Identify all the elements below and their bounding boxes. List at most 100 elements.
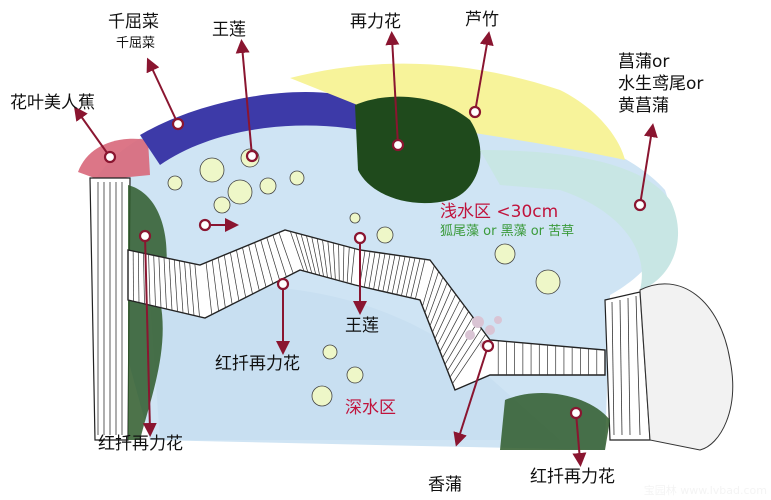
right-bank-hatch (611, 295, 641, 436)
boardwalk-plank (236, 249, 247, 298)
boardwalk-plank (148, 254, 151, 306)
label-hongqian-left: 红扦再力花 (98, 434, 183, 454)
arrow-huaye (73, 106, 111, 158)
boardwalk-plank (311, 237, 320, 276)
label-huaye: 花叶美人蕉 (10, 93, 95, 113)
label-wanglian-top: 王莲 (212, 20, 246, 40)
boardwalk-plank (449, 328, 482, 378)
watermark: 宝园林 www.lvbad.com (643, 484, 767, 497)
label-changpu-line3: 黄菖蒲 (618, 96, 669, 116)
boardwalk-plank (432, 288, 452, 333)
boardwalk-plank (163, 257, 167, 310)
lily-pad (289, 170, 305, 186)
boardwalk-plank (143, 253, 145, 304)
boardwalk-plank (300, 234, 313, 274)
label-xiangpu: 香蒲 (428, 475, 462, 495)
label-hongqian-mid: 红扦再力花 (215, 354, 300, 374)
boardwalk-plank (184, 261, 189, 315)
boardwalk-plank (434, 294, 457, 339)
arrow-xiangpu (453, 345, 489, 447)
arrow-changpu (639, 123, 658, 206)
boardwalk-plank (290, 231, 305, 272)
leader-lines (73, 31, 658, 467)
boardwalk-plank (173, 259, 178, 312)
label-shallow-plants: 狐尾藻 or 黑藻 or 苦草 (440, 224, 575, 239)
lily-pad (349, 212, 361, 224)
lily-pad (227, 179, 253, 205)
lily-pad (322, 344, 338, 360)
boardwalk-plank (179, 260, 184, 313)
lily-pad (494, 243, 516, 265)
label-deep-zone: 深水区 (345, 398, 396, 418)
boardwalk-plank (248, 244, 260, 291)
label-ganqucai: 千屈菜 (108, 12, 159, 32)
boardwalk-plank (429, 282, 448, 326)
lily-pad (311, 385, 333, 407)
label-wanglian-mid: 王莲 (345, 316, 379, 336)
boardwalk-plank (391, 255, 401, 294)
boardwalk-plank (363, 251, 371, 288)
boardwalk-plank (295, 232, 309, 273)
label-ganqucai-sub: 千屈菜 (116, 36, 156, 51)
marker-dots (103, 105, 647, 420)
boardwalk-plank (373, 252, 381, 290)
boardwalk-plank (437, 299, 461, 346)
lily-pad (199, 157, 225, 183)
right-slope (639, 283, 734, 451)
arrow-ganqucai (146, 57, 179, 125)
thalia-clump (355, 96, 481, 204)
boardwalk-plank (306, 235, 317, 275)
lily-pads (167, 148, 561, 407)
boardwalk-plank (350, 248, 355, 284)
boardwalk-plank (189, 262, 195, 316)
lily-pad (167, 175, 183, 191)
arrow-hongqian-left (142, 235, 157, 437)
boardwalk-plank (137, 252, 140, 303)
boardwalk-plank (322, 239, 328, 278)
arrow-zailihua-top (385, 31, 400, 146)
boardwalk-plank (272, 234, 287, 277)
label-hongqian-right: 红扦再力花 (530, 467, 615, 487)
boardwalk-plank (158, 256, 162, 308)
boardwalk-plank (342, 245, 345, 282)
lily-pad (346, 366, 364, 384)
boardwalk-plank (316, 238, 324, 277)
label-zailihua-top: 再力花 (350, 12, 401, 32)
left-bank-hatch (97, 182, 123, 435)
lythrum-band (140, 92, 365, 165)
boardwalk-plank (242, 247, 253, 295)
boardwalk-plank (194, 263, 200, 317)
boardwalk-plank (168, 258, 173, 311)
boardwalk-plank (266, 237, 280, 281)
boardwalk-plank (377, 253, 386, 291)
label-luzhu: 芦竹 (465, 10, 499, 30)
boardwalk-plank (260, 239, 274, 284)
lily-pad (213, 196, 231, 214)
boardwalk-plank (205, 262, 213, 315)
label-changpu-line2: 水生鸢尾or (618, 74, 704, 94)
boardwalk-plank (401, 257, 411, 296)
boardwalk-plank (424, 271, 439, 313)
boardwalk-plank (217, 257, 226, 308)
boardwalk-plank (439, 305, 465, 352)
boardwalk-plank (387, 254, 396, 293)
lily-pad (535, 269, 561, 295)
boardwalk-plank (444, 316, 474, 365)
boardwalk-plank (442, 311, 469, 359)
arrow-luzhu (474, 31, 494, 113)
boardwalk-plank (396, 256, 406, 295)
boardwalk-plank (327, 241, 332, 279)
boardwalk-plank (452, 334, 487, 384)
boardwalk-plank (427, 277, 444, 320)
boardwalk-plank (153, 255, 156, 307)
label-changpu-line1: 菖蒲or (618, 52, 670, 72)
iris-band (480, 150, 679, 290)
boardwalk-plank (223, 254, 233, 305)
boardwalk-plank (368, 252, 376, 289)
boardwalk-plank (254, 242, 267, 288)
boardwalk-plank (278, 232, 294, 274)
boardwalk-planks (132, 231, 598, 384)
boardwalk-plank (338, 244, 340, 281)
